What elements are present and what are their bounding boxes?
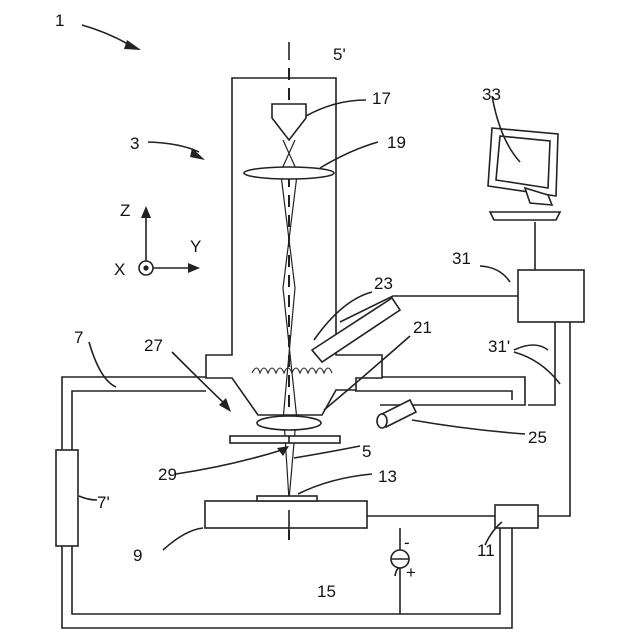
chamber-wall-element (56, 450, 78, 546)
label-sample: 13 (378, 467, 397, 486)
aperture-plate (230, 436, 340, 443)
label-system: 1 (55, 11, 64, 30)
label-minus: - (404, 533, 410, 552)
controller-wiring (340, 296, 570, 528)
label-axis-y: Y (190, 237, 201, 256)
label-detector: 25 (528, 428, 547, 447)
label-chamber-wall: 7' (97, 493, 110, 512)
label-source: 17 (372, 89, 391, 108)
label-axis-z: Z (120, 201, 130, 220)
label-objective: 21 (413, 318, 432, 337)
label-condenser: 19 (387, 133, 406, 152)
label-beam: 5 (362, 442, 371, 461)
label-deflector: 23 (374, 274, 393, 293)
label-stage: 9 (133, 546, 142, 565)
controller-box (495, 505, 538, 528)
sample-stage (205, 496, 367, 540)
label-axis: 5' (333, 45, 346, 64)
label-computer: 31 (452, 249, 471, 268)
monitor (488, 128, 560, 220)
label-chamber: 7 (74, 328, 83, 347)
label-column: 3 (130, 134, 139, 153)
label-aperture-hole: 29 (158, 465, 177, 484)
label-voltage-source: 15 (317, 582, 336, 601)
label-aperture: 27 (144, 336, 163, 355)
label-computer-lines: 31' (488, 337, 510, 356)
label-monitor: 33 (482, 85, 501, 104)
label-axis-x: X (114, 260, 125, 279)
label-controller: 11 (477, 541, 495, 560)
computer-unit (518, 270, 584, 322)
objective-lens (257, 416, 321, 430)
condenser-lens (244, 167, 334, 179)
label-plus: + (406, 563, 416, 582)
